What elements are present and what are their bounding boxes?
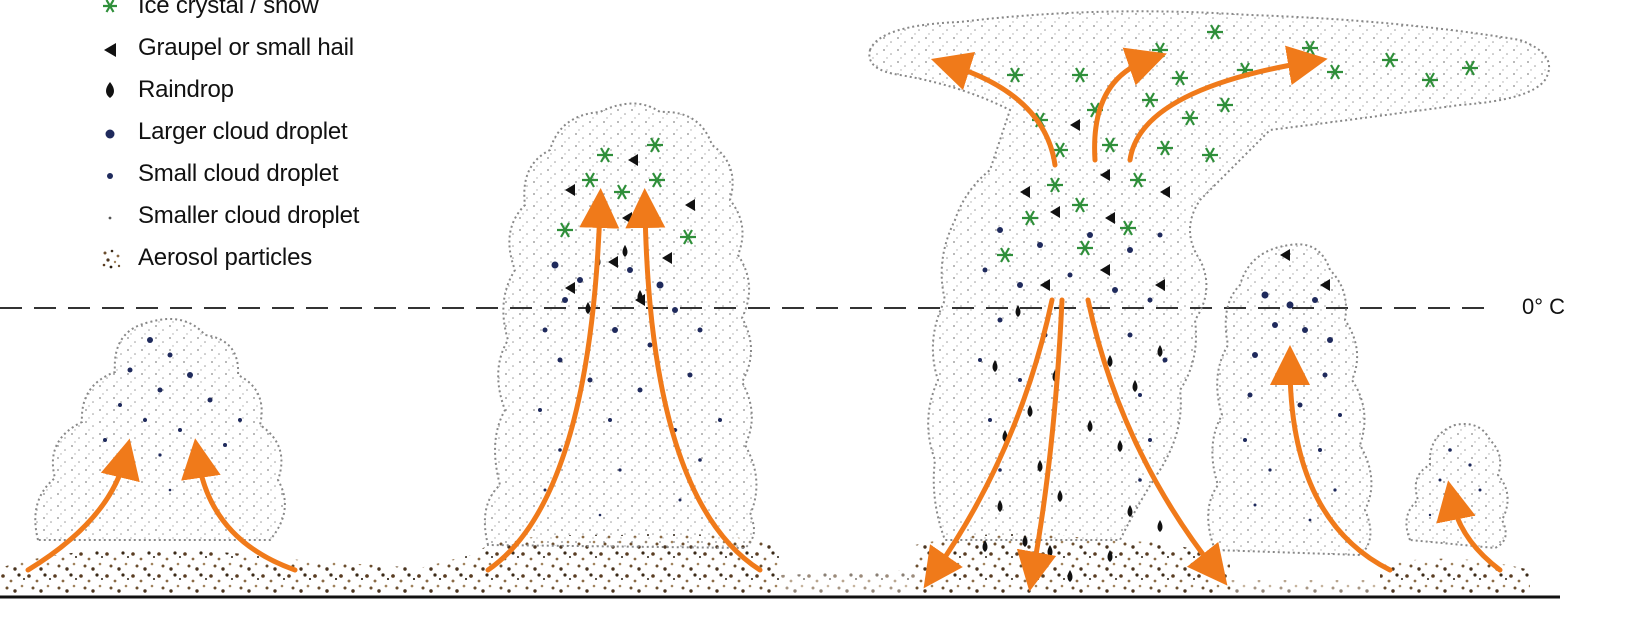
legend-label: Aerosol particles [138,244,312,272]
legend-label: Raindrop [138,76,234,104]
teardrop-icon [100,70,124,112]
cloud-small-right [1406,424,1507,548]
cloud-small-cumulus [35,319,285,540]
legend-label: Larger cloud droplet [138,118,347,146]
navy-dot-icon [100,154,124,196]
cloud-cumulus-congestus [485,104,757,549]
legend-label: Ice crystal / snow [138,0,318,20]
legend-label: Smaller cloud droplet [138,202,359,230]
legend-label: Graupel or small hail [138,34,354,62]
speckle-icon [100,238,124,280]
green-asterisk-icon [100,0,124,28]
black-triangle-icon [100,28,124,70]
tiny-dot-icon [100,196,124,238]
navy-dot-large-icon [100,112,124,154]
legend-label: Small cloud droplet [138,160,338,188]
freezing-level-label: 0° C [1522,294,1565,320]
